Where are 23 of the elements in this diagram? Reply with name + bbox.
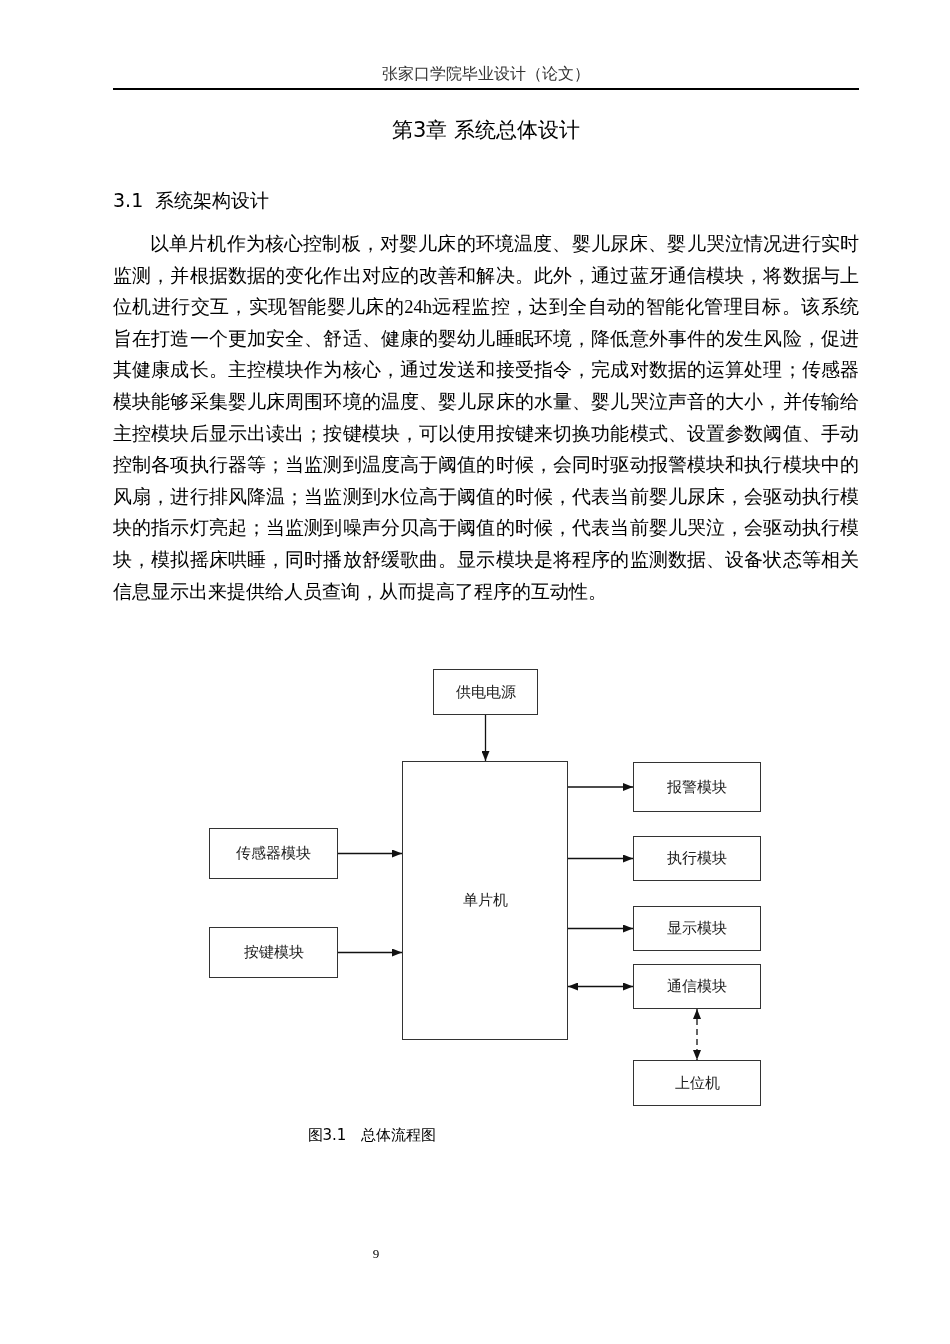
body-paragraph: 以单片机作为核心控制板，对婴儿床的环境温度、婴儿尿床、婴儿哭泣情况进行实时监测，并根据数据的变化作出对应的改善和解决。此外，通过蓝牙通信模块，将数据与上位机进行交互，实现智能婴儿床的24h远程监控，达到全自动的智能化管理目标。该系统旨在打造一个更加安全、舒适、健康的婴幼儿睡眠环境，降低意外事件的发生风险，促进其健康成长。主控模块作为核心，通过发送和接受指令，完成对数据的运算处理；传感器模块能够采集婴儿床周围环境的温度、婴儿尿床的水量、婴儿哭泣声音的大小，并传输给主控模块后显示出读出；按键模块，可以使用按键来切换功能模式、设置参数阈值、手动控制各项执行器等；当监测到温度高于阈值的时候，会同时驱动报警模块和执行模块中的风扇，进行排风降温；当监测到水位高于阈值的时候，代表当前婴儿尿床，会驱动执行模块的指示灯亮起；当监测到噪声分贝高于阈值的时候，代表当前婴儿哭泣，会驱动执行模块，模拟摇床哄睡，同时播放舒缓歌曲。显示模块是将程序的监测数据、设备状态等相关信息显示出来提供给人员查询，从而提高了程序的互动性。 [113, 233, 859, 604]
section-heading: 3.1 系统架构设计 [113, 188, 270, 213]
process-box: 显示模块 [633, 906, 761, 951]
arrow [337, 948, 403, 957]
chapter-title: 第3章 系统总体设计 [390, 117, 581, 144]
double-arrow [567, 982, 634, 991]
process-box: 供电电源 [433, 669, 538, 715]
process-box: 传感器模块 [209, 828, 338, 879]
process-box: 报警模块 [633, 762, 761, 812]
process-box: 通信模块 [633, 964, 761, 1009]
double-arrow [693, 1008, 701, 1061]
arrow [337, 849, 403, 858]
figure-caption: 图3.1 总体流程图 [306, 1126, 438, 1145]
arrow [567, 854, 634, 863]
arrow [481, 714, 490, 762]
process-box: 上位机 [633, 1060, 761, 1106]
arrow [567, 783, 634, 791]
process-box: 按键模块 [209, 927, 338, 978]
page-number: 9 [371, 1246, 381, 1262]
process-box: 执行模块 [633, 836, 761, 881]
arrow [567, 924, 634, 933]
running-header: 张家口学院毕业设计（论文） [381, 64, 591, 84]
controller-box: 单片机 [402, 761, 568, 1040]
